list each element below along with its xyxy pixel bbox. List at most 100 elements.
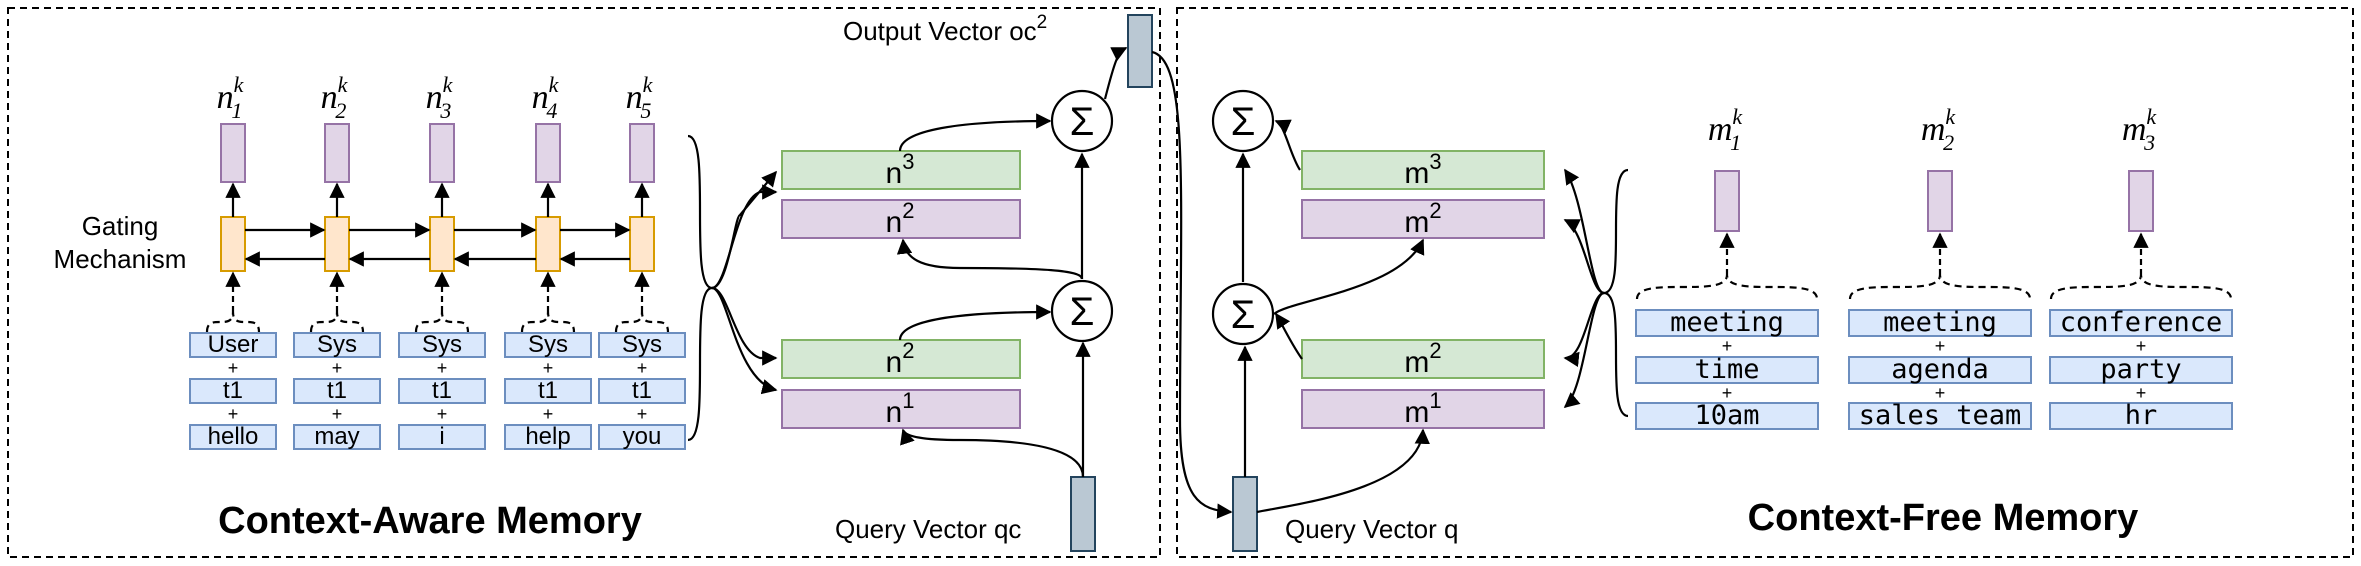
- token-text-2-2: t1: [327, 377, 347, 404]
- context-free-token-text-1-2: time: [1694, 354, 1759, 385]
- context-free-title: Context-Free Memory: [1748, 497, 2139, 539]
- token-group-brace-4: [520, 311, 576, 333]
- gating-label-line1: Gating: [82, 211, 159, 241]
- context-free-token-box-3-1: [2049, 309, 2233, 337]
- context-aware-sum-top-symbol: Σ: [1070, 100, 1095, 144]
- plus-sign-4-2: +: [543, 404, 554, 424]
- token-box-1-1: [189, 332, 277, 358]
- token-box-5-3: [598, 424, 686, 450]
- memory-cell-5: [629, 123, 655, 183]
- token-text-5-2: t1: [632, 377, 652, 404]
- context-free-plus-1-2: +: [1722, 383, 1733, 403]
- token-box-2-3: [293, 424, 381, 450]
- plus-sign-5-2: +: [637, 404, 648, 424]
- token-box-3-3: [398, 424, 486, 450]
- token-text-3-1: Sys: [422, 331, 462, 358]
- brace-to-hop1-lower: [711, 286, 778, 395]
- context-free-plus-2-2: +: [1935, 383, 1946, 403]
- token-box-1-3: [189, 424, 277, 450]
- context-free-brace-main: [1603, 168, 1629, 418]
- context-aware-hop1-out-label: n2: [886, 338, 915, 379]
- token-group-brace-5: [614, 311, 670, 333]
- m3-to-sum-arrow: [1274, 119, 1301, 171]
- context-free-hop1-out-box: [1301, 339, 1545, 379]
- context-free-token-text-2-3: sales team: [1859, 400, 2022, 431]
- memory-cell-1: [220, 123, 246, 183]
- query-vector-qc-box: [1070, 476, 1096, 552]
- context-aware-hop1-out-box: [781, 339, 1021, 379]
- sum-to-m2-arrow: [1273, 238, 1425, 315]
- context-free-brace-2: [1848, 274, 2032, 300]
- gating-cell-4: [535, 216, 561, 272]
- context-free-hop2-out-label: m3: [1404, 149, 1441, 190]
- context-free-token-box-3-2: [2049, 356, 2233, 384]
- token-box-2-1: [293, 332, 381, 358]
- sum-to-output-arrow: [1103, 47, 1128, 100]
- plus-sign-5-1: +: [637, 358, 648, 378]
- context-aware-sum-bottom: [1050, 279, 1114, 343]
- context-aware-hop2-out-label: n3: [886, 149, 915, 190]
- context-aware-hop1-in-label: n1: [886, 388, 915, 429]
- context-free-plus-2-1: +: [1935, 336, 1946, 356]
- token-text-1-2: t1: [223, 377, 243, 404]
- context-free-hop1-in-label: m1: [1404, 388, 1441, 429]
- context-free-token-text-2-2: agenda: [1891, 354, 1989, 385]
- brace-to-hop2-upper: [711, 170, 777, 290]
- output-vector-label: Output Vector oc2: [843, 12, 1047, 46]
- token-text-5-3: you: [623, 423, 662, 450]
- gating-cell-5: [629, 216, 655, 272]
- token-group-brace-2: [309, 311, 365, 333]
- memory-cell-2: [324, 123, 350, 183]
- token-box-3-1: [398, 332, 486, 358]
- context-free-token-text-1-3: 10am: [1694, 400, 1759, 431]
- gating-label-line2: Mechanism: [54, 244, 187, 274]
- output-vector-box: [1127, 14, 1153, 88]
- context-free-token-text-1-1: meeting: [1670, 307, 1784, 338]
- token-group-brace-3: [414, 311, 470, 333]
- context-free-hop2-out-box: [1301, 150, 1545, 190]
- gating-cell-2: [324, 216, 350, 272]
- gating-cell-3: [429, 216, 455, 272]
- cf-brace-to-m2-upper: [1563, 219, 1605, 295]
- cf-brace-to-m3: [1564, 168, 1605, 295]
- context-aware-title: Context-Aware Memory: [218, 500, 642, 542]
- token-box-2-2: [293, 378, 381, 404]
- context-free-hop1-in-box: [1301, 389, 1545, 429]
- token-group-brace-1: [205, 311, 261, 333]
- context-aware-sum-top: [1050, 89, 1114, 153]
- hop1-to-sum-arrow: [898, 304, 1052, 341]
- query-vector-q-label: Query Vector q: [1285, 514, 1458, 544]
- cf-brace-to-m2-lower: [1563, 291, 1605, 367]
- context-free-hop2-in-box: [1301, 199, 1545, 239]
- context-free-token-box-1-3: [1635, 402, 1819, 430]
- plus-sign-3-2: +: [437, 404, 448, 424]
- token-box-5-2: [598, 378, 686, 404]
- token-box-4-2: [504, 378, 592, 404]
- context-aware-brace: [687, 134, 713, 442]
- qc-to-hop1-arrow: [900, 428, 1085, 478]
- memory-cell-4: [535, 123, 561, 183]
- context-free-brace-3: [2049, 274, 2233, 300]
- context-free-token-text-3-2: party: [2100, 354, 2181, 385]
- context-free-sum-top-symbol: Σ: [1231, 100, 1256, 144]
- token-text-5-1: Sys: [622, 331, 662, 358]
- token-text-3-3: i: [439, 423, 444, 450]
- context-free-brace-1: [1635, 274, 1819, 300]
- hop2-to-sum-arrow: [898, 113, 1052, 152]
- plus-sign-4-1: +: [543, 358, 554, 378]
- memory-cell-3: [429, 123, 455, 183]
- token-text-3-2: t1: [432, 377, 452, 404]
- token-box-5-1: [598, 332, 686, 358]
- plus-sign-1-1: +: [228, 358, 239, 378]
- context-free-panel: [1176, 7, 2354, 558]
- context-free-cell-3: [2128, 170, 2154, 232]
- context-free-cell-1: [1714, 170, 1740, 232]
- q-to-m1-arrow: [1256, 428, 1430, 514]
- context-free-hop1-out-label: m2: [1404, 338, 1441, 379]
